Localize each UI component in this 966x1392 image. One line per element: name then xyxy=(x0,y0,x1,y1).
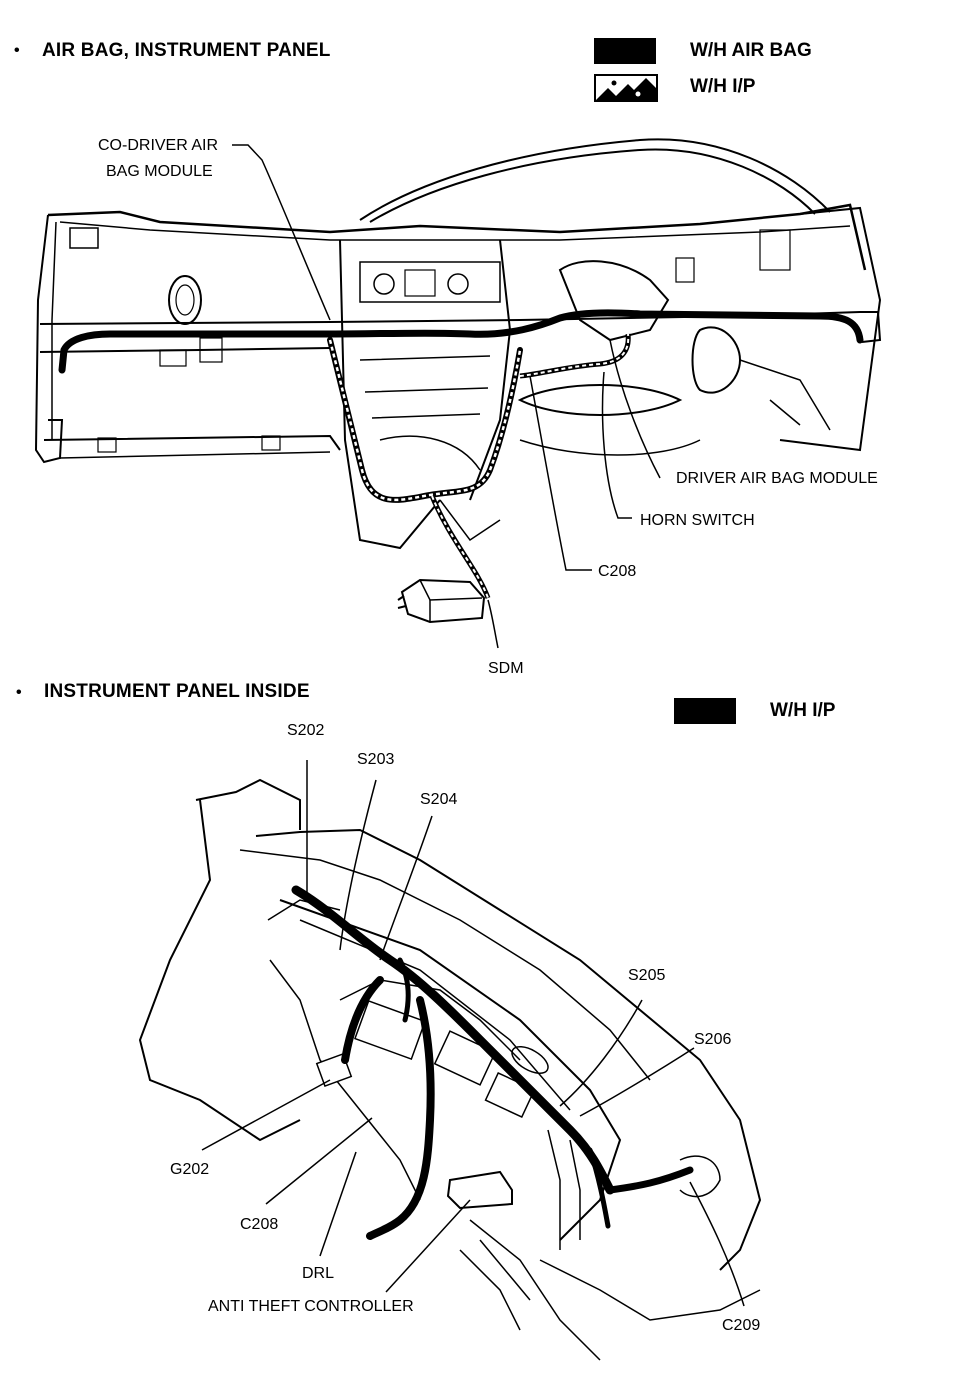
legend-label-ip-harness: W/H I/P xyxy=(690,76,756,97)
callout-s206: S206 xyxy=(694,1031,732,1048)
callout-co-driver-air-bag-module-line1: CO-DRIVER AIR xyxy=(98,137,219,154)
legend-label-air-bag-harness: W/H AIR BAG xyxy=(690,40,812,61)
legend-swatch-air-bag-harness xyxy=(594,38,656,64)
callout-s203: S203 xyxy=(357,751,395,768)
callout-s205: S205 xyxy=(628,967,666,984)
air-bag-instrument-panel-diagram xyxy=(34,138,882,649)
callout-driver-air-bag-module: DRIVER AIR BAG MODULE xyxy=(676,470,878,487)
section-title-air-bag-instrument-panel: AIR BAG, INSTRUMENT PANEL xyxy=(42,40,331,61)
callout-horn-switch: HORN SWITCH xyxy=(640,512,755,529)
callout-co-driver-air-bag-module-line2: BAG MODULE xyxy=(106,163,213,180)
callout-sdm: SDM xyxy=(488,660,524,677)
callout-drl: DRL xyxy=(302,1265,335,1282)
section-bullet-top: • xyxy=(14,42,20,59)
callout-c209: C209 xyxy=(722,1317,761,1334)
callout-g202: G202 xyxy=(170,1161,210,1178)
callout-s204: S204 xyxy=(420,791,458,808)
callout-s202: S202 xyxy=(287,722,325,739)
callout-c208-top: C208 xyxy=(598,563,637,580)
callout-anti-theft-controller: ANTI THEFT CONTROLLER xyxy=(208,1298,414,1315)
legend-swatch-ip-harness-hatched xyxy=(594,74,658,102)
section-title-instrument-panel-inside: INSTRUMENT PANEL INSIDE xyxy=(44,681,310,702)
legend-swatch-ip-harness-bottom xyxy=(674,698,736,724)
legend-label-ip-harness-bottom: W/H I/P xyxy=(770,700,836,721)
section-bullet-bottom: • xyxy=(16,684,22,701)
sdm-module-graphic xyxy=(397,578,486,624)
callout-c208-bottom: C208 xyxy=(240,1216,279,1233)
